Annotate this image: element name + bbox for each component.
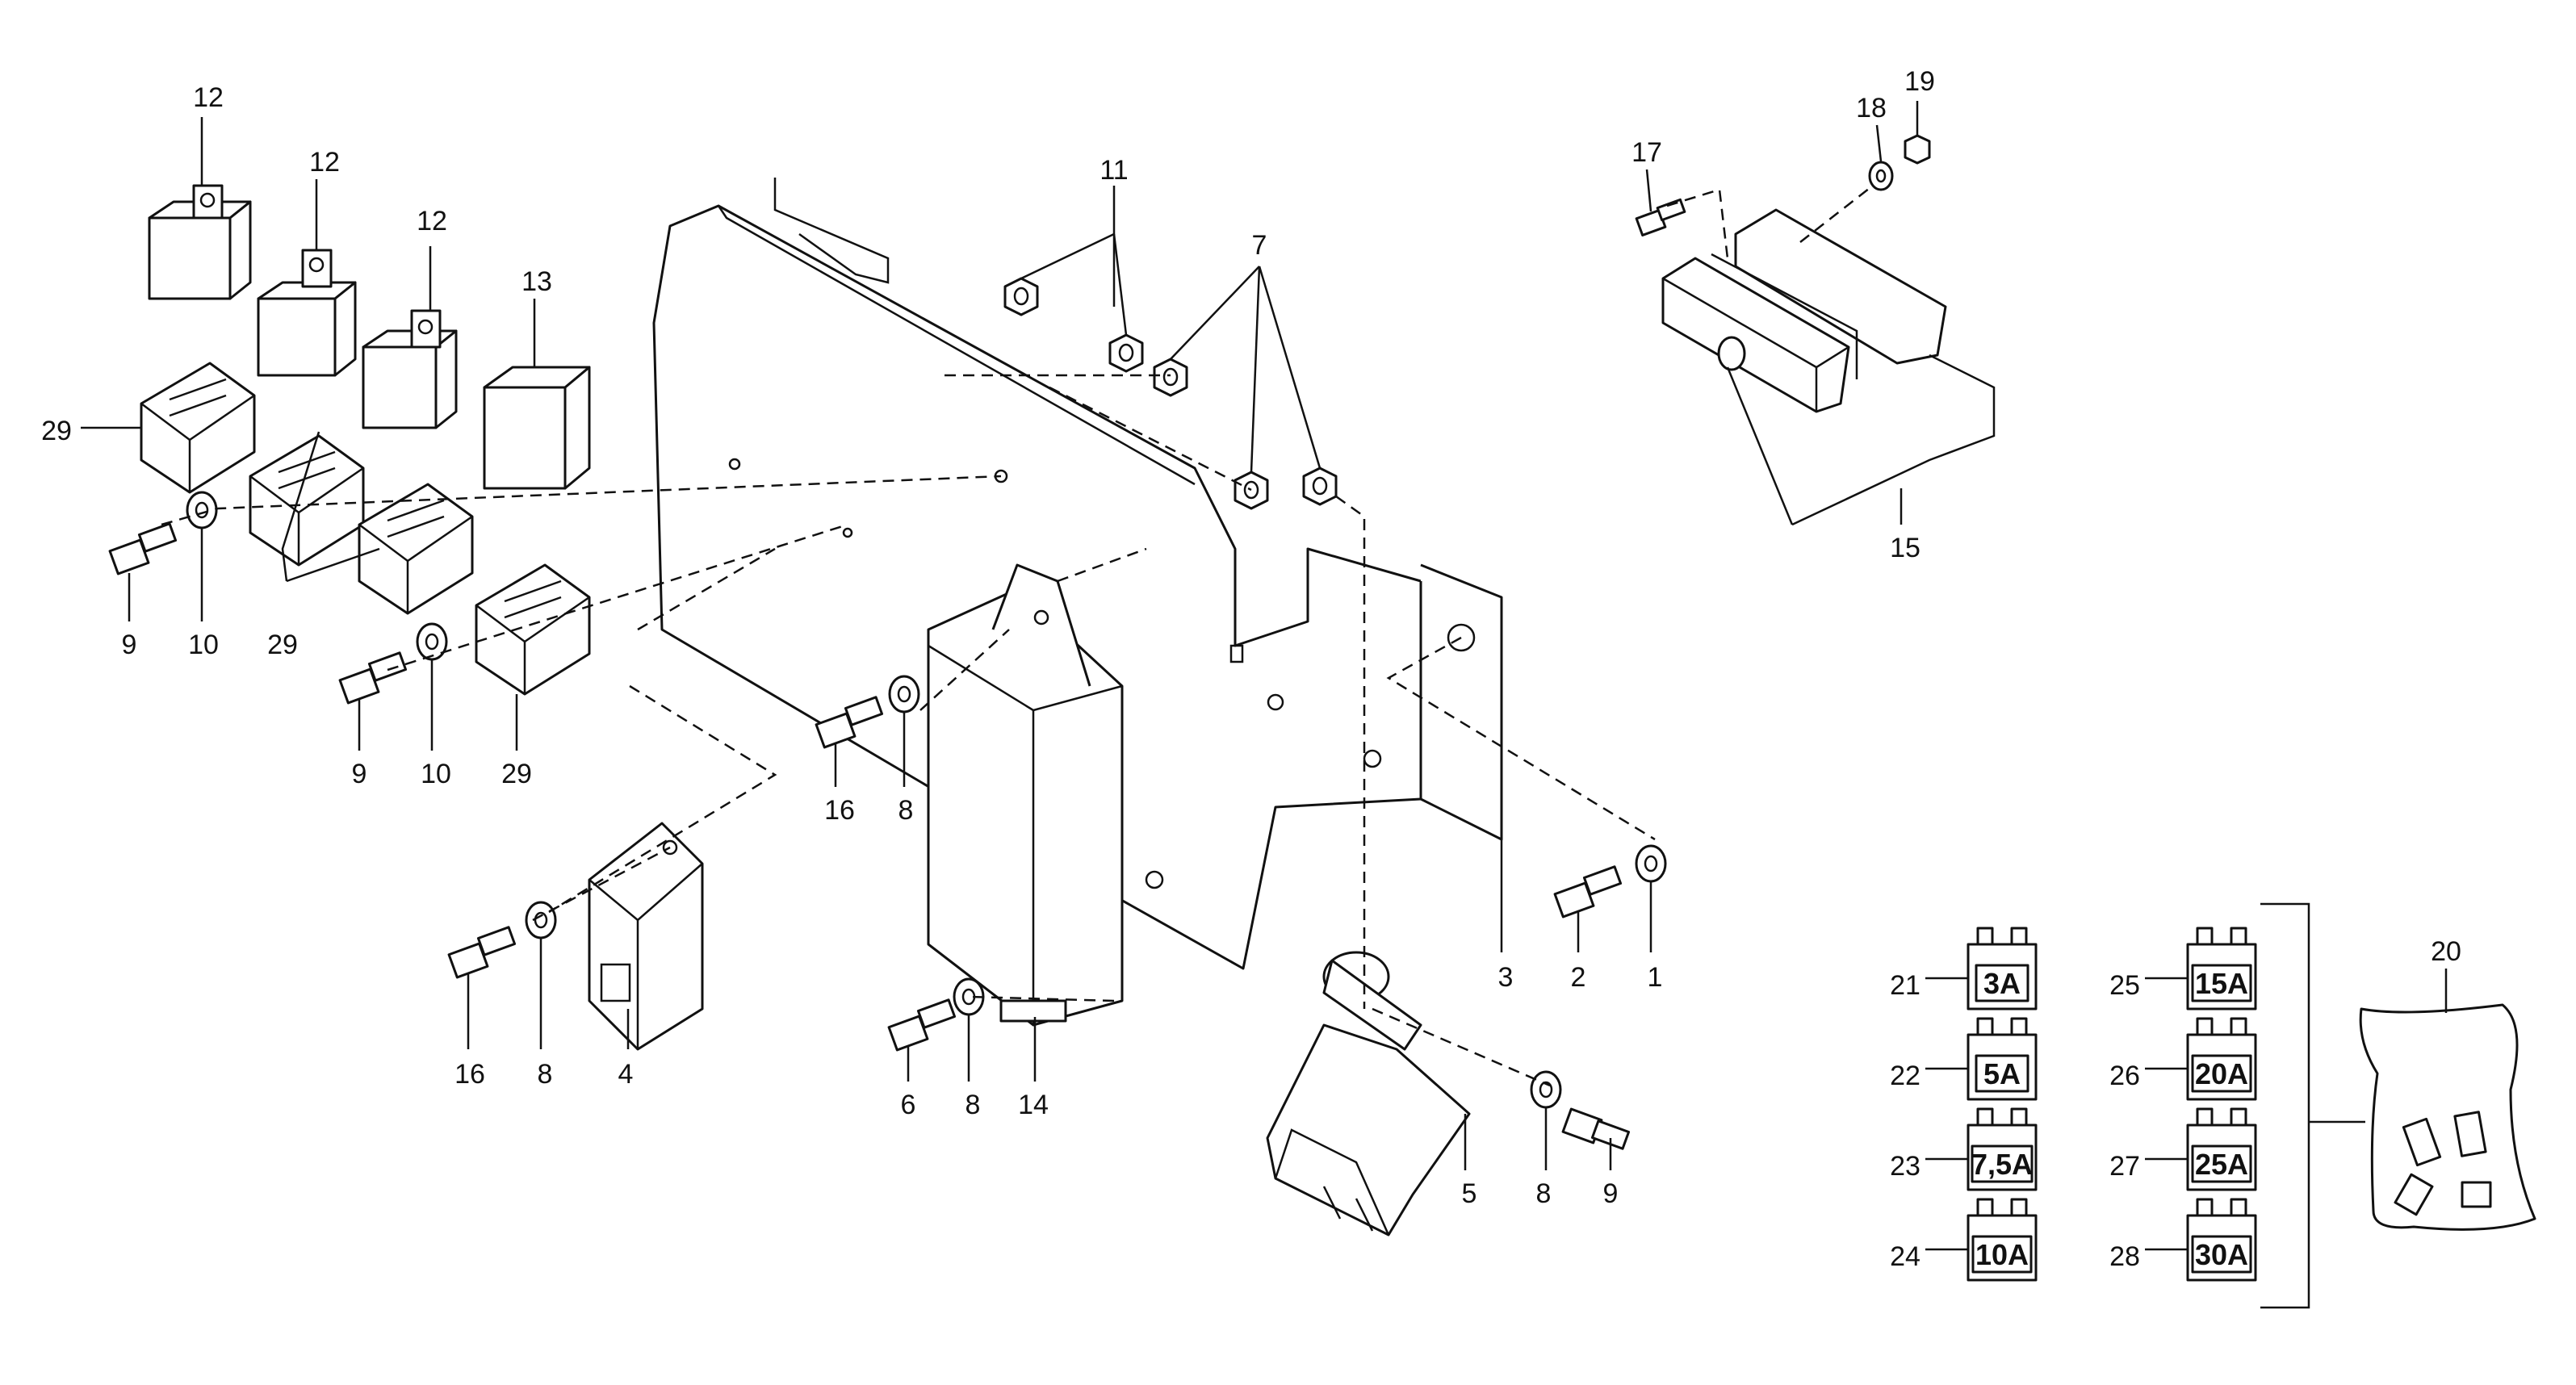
fuse-26: 20A xyxy=(2186,1017,2257,1101)
nut-icon xyxy=(1302,467,1338,506)
nut-icon xyxy=(1153,358,1188,397)
fuse-21: 3A xyxy=(1967,927,2038,1011)
bolt-icon xyxy=(1561,1107,1631,1150)
bolt-icon xyxy=(338,651,408,705)
callout-27: 27 xyxy=(2109,1151,2140,1182)
control-module xyxy=(927,563,1124,1027)
nut-icon xyxy=(1108,333,1144,373)
fuse-rating-label: 20A xyxy=(2195,1057,2248,1090)
nut-icon xyxy=(1904,134,1931,165)
callout-22: 22 xyxy=(1890,1061,1920,1091)
nut-icon xyxy=(1003,277,1039,316)
callout-5: 5 xyxy=(1462,1178,1477,1209)
callout-1: 1 xyxy=(1648,962,1663,993)
bolt-icon xyxy=(887,998,957,1052)
callout-13: 13 xyxy=(521,266,552,297)
fuse-22: 5A xyxy=(1967,1017,2038,1101)
callout-17: 17 xyxy=(1631,137,1662,168)
fuse-rating-label: 5A xyxy=(1983,1057,2021,1090)
wiring-connector xyxy=(1266,951,1471,1236)
fuse-rating-label: 7,5A xyxy=(1971,1148,2033,1181)
callout-8: 8 xyxy=(538,1059,553,1090)
washer-icon xyxy=(1635,844,1667,883)
fuse-23: 7,5A xyxy=(1967,1107,2038,1191)
callout-4: 4 xyxy=(618,1059,634,1090)
connector-block xyxy=(588,822,704,1051)
bolt-icon xyxy=(815,696,884,749)
callout-8: 8 xyxy=(965,1090,981,1120)
callout-24: 24 xyxy=(1890,1241,1920,1272)
fuse-rating-label: 25A xyxy=(2195,1148,2248,1181)
fuse-25: 15A xyxy=(2186,927,2257,1011)
callout-21: 21 xyxy=(1890,970,1920,1001)
relay-base-29-a xyxy=(140,362,256,494)
relay-base-29-b xyxy=(249,434,365,567)
callout-12: 12 xyxy=(417,206,447,236)
callout-28: 28 xyxy=(2109,1241,2140,1272)
callout-8: 8 xyxy=(898,795,914,826)
fuse-kit-bag xyxy=(2359,1003,2536,1231)
callout-16: 16 xyxy=(454,1059,485,1090)
callout-10: 10 xyxy=(188,630,219,660)
callout-8: 8 xyxy=(1536,1178,1552,1209)
washer-icon xyxy=(1868,161,1894,191)
relay-base-29-c xyxy=(358,483,474,615)
callout-20: 20 xyxy=(2431,936,2461,967)
fuse-rating-label: 15A xyxy=(2195,967,2248,1000)
callout-2: 2 xyxy=(1571,962,1586,993)
callout-12: 12 xyxy=(193,82,224,113)
fuse-box-assembly xyxy=(1661,208,1996,526)
fuse-rating-label: 10A xyxy=(1975,1238,2029,1271)
callout-23: 23 xyxy=(1890,1151,1920,1182)
washer-icon xyxy=(186,491,218,529)
fuse-rating-label: 30A xyxy=(2195,1238,2248,1271)
washer-icon xyxy=(888,675,920,713)
fuse-27: 25A xyxy=(2186,1107,2257,1191)
relay-12-c xyxy=(362,309,458,429)
bolt-icon xyxy=(1553,865,1623,918)
callout-15: 15 xyxy=(1890,533,1920,563)
callout-29: 29 xyxy=(41,416,72,446)
assembly-lines xyxy=(161,185,1874,1087)
fuse-set-bracket xyxy=(2260,902,2310,1309)
leader-lines xyxy=(81,101,2448,1251)
bolt-icon xyxy=(447,926,517,979)
fuse-24: 10A xyxy=(1967,1198,2038,1282)
callout-9: 9 xyxy=(122,630,137,660)
callout-25: 25 xyxy=(2109,970,2140,1001)
washer-icon xyxy=(416,622,448,661)
bolt-icon xyxy=(108,522,178,575)
callout-7: 7 xyxy=(1252,230,1267,261)
callout-labels: 12 12 12 13 29 29 29 9 10 9 10 16 8 16 8… xyxy=(41,66,2461,1272)
bolt-icon xyxy=(1635,198,1686,236)
callout-16: 16 xyxy=(824,795,855,826)
callout-9: 9 xyxy=(1603,1178,1619,1209)
callout-6: 6 xyxy=(901,1090,916,1120)
fuse-28: 30A xyxy=(2186,1198,2257,1282)
fuse-rating-label: 3A xyxy=(1983,967,2021,1000)
callout-14: 14 xyxy=(1018,1090,1049,1120)
washer-icon xyxy=(1530,1070,1562,1109)
relay-base-29-d xyxy=(475,563,591,696)
callout-3: 3 xyxy=(1498,962,1514,993)
callout-10: 10 xyxy=(421,759,451,789)
washer-icon xyxy=(525,901,557,939)
relay-13 xyxy=(483,366,591,490)
relay-12-a xyxy=(148,184,252,300)
washer-icon xyxy=(953,977,985,1016)
callout-18: 18 xyxy=(1856,93,1887,123)
callout-12: 12 xyxy=(309,147,340,178)
callout-19: 19 xyxy=(1904,66,1935,97)
relay-12-b xyxy=(257,249,357,377)
nut-icon xyxy=(1234,471,1269,510)
callout-11: 11 xyxy=(1100,155,1128,186)
callout-9: 9 xyxy=(352,759,367,789)
callout-29: 29 xyxy=(501,759,532,789)
callout-29: 29 xyxy=(267,630,298,660)
callout-26: 26 xyxy=(2109,1061,2140,1091)
